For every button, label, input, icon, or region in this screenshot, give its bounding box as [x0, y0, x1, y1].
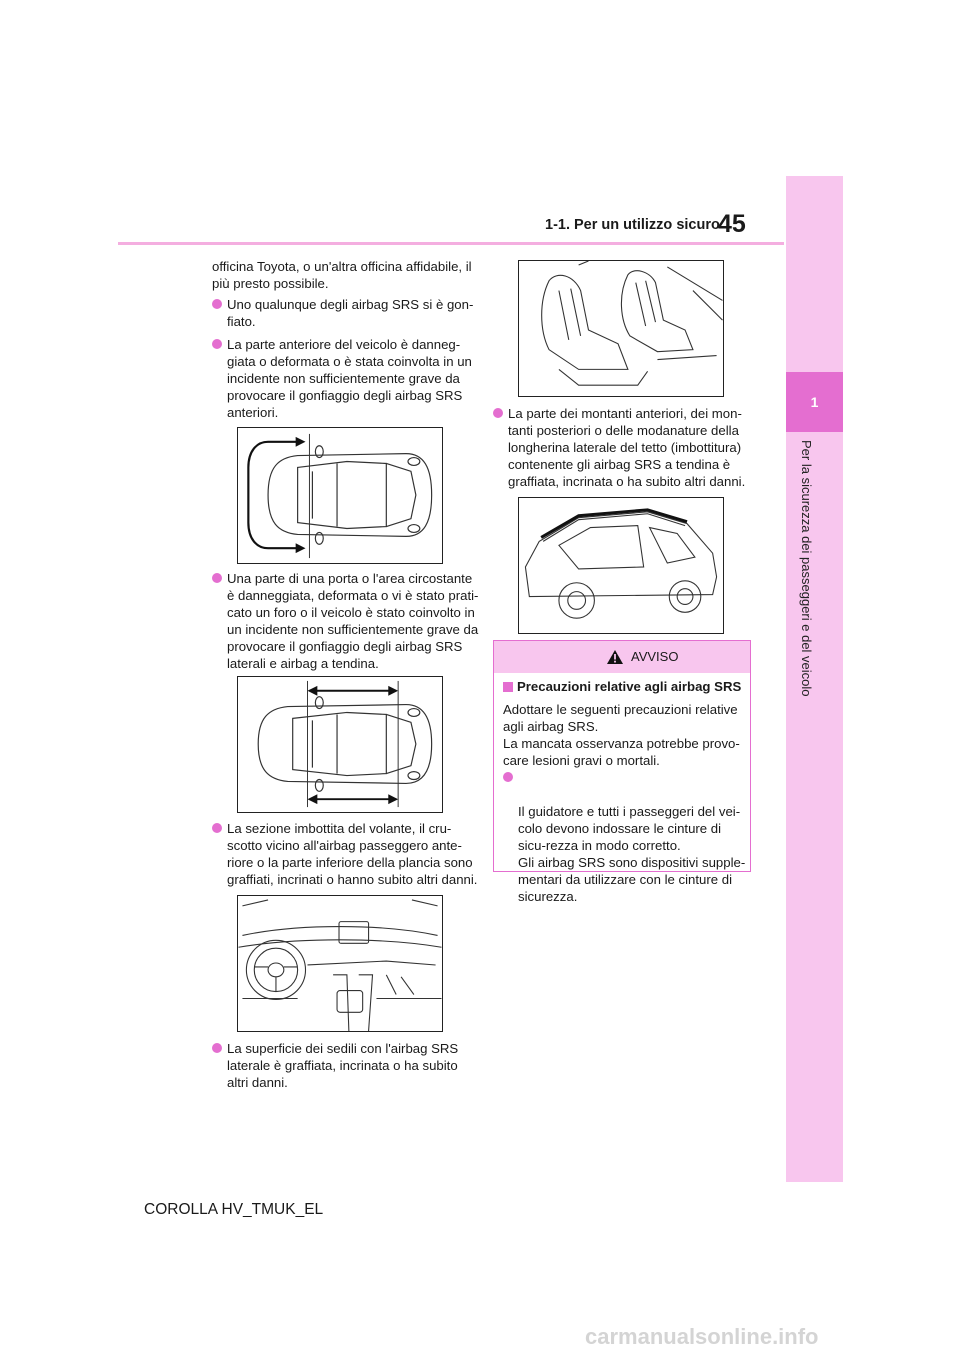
warning-triangle-icon	[607, 650, 623, 664]
bullet-text: Una parte di una porta o l'area circosta…	[227, 571, 479, 671]
bullet-dot	[212, 339, 222, 349]
bullet-text: La superficie dei sedili con l'airbag SR…	[227, 1041, 459, 1090]
square-bullet-icon	[503, 682, 513, 692]
dashboard-diagram	[237, 895, 443, 1032]
page-number: 45	[718, 210, 746, 238]
warning-header: AVVISO	[494, 641, 750, 673]
footer-model: COROLLA HV_TMUK_EL	[144, 1201, 324, 1218]
side-tab	[786, 176, 843, 1182]
watermark: carmanualsonline.info	[585, 1324, 819, 1349]
header-rule	[118, 242, 784, 245]
bullet-text: La parte dei montanti anteriori, dei mon…	[508, 406, 746, 489]
curtain-airbag-diagram	[518, 497, 724, 634]
bullet-seat-damage: La superficie dei sedili con l'airbag SR…	[212, 1040, 479, 1091]
bullet-text: La parte anteriore del veicolo è danneg-…	[227, 337, 472, 420]
car-side-diagram	[237, 676, 443, 813]
bullet-pillar-damage: La parte dei montanti anteriori, dei mon…	[493, 405, 760, 490]
warning-box: AVVISO Precauzioni relative agli airbag …	[493, 640, 751, 904]
bullet-text: Uno qualunque degli airbag SRS si è gon-…	[227, 297, 474, 329]
chapter-title: Per la sicurezza dei passeggeri e del ve…	[799, 440, 814, 697]
bullet-dot	[212, 299, 222, 309]
warning-title: AVVISO	[631, 649, 679, 664]
bullet-text: La sezione imbottita del volante, il cru…	[227, 821, 478, 887]
section-title: 1-1. Per un utilizzo sicuro	[545, 217, 720, 233]
bullet-text: Il guidatore e tutti i passeggeri del ve…	[518, 804, 746, 904]
warning-heading: Precauzioni relative agli airbag SRS	[503, 679, 741, 694]
bullet-steering-damage: La sezione imbottita del volante, il cru…	[212, 820, 483, 888]
bullet-dot	[212, 823, 222, 833]
car-front-diagram	[237, 427, 443, 564]
warning-bullet: Il guidatore e tutti i passeggeri del ve…	[503, 769, 750, 905]
bullet-front-damage: La parte anteriore del veicolo è danneg-…	[212, 336, 479, 421]
seats-diagram	[518, 260, 724, 397]
warning-heading-text: Precauzioni relative agli airbag SRS	[517, 679, 742, 694]
bullet-airbag-inflated: Uno qualunque degli airbag SRS si è gon-…	[212, 296, 479, 330]
bullet-dot	[503, 772, 513, 782]
warning-intro: Adottare le seguenti precauzioni relativ…	[503, 702, 740, 768]
bullet-door-damage: Una parte di una porta o l'area circosta…	[212, 570, 479, 672]
bullet-dot	[493, 408, 503, 418]
chapter-number: 1	[786, 372, 843, 432]
bullet-dot	[212, 1043, 222, 1053]
bullet-dot	[212, 573, 222, 583]
intro-text: officina Toyota, o un'altra officina aff…	[212, 259, 472, 291]
